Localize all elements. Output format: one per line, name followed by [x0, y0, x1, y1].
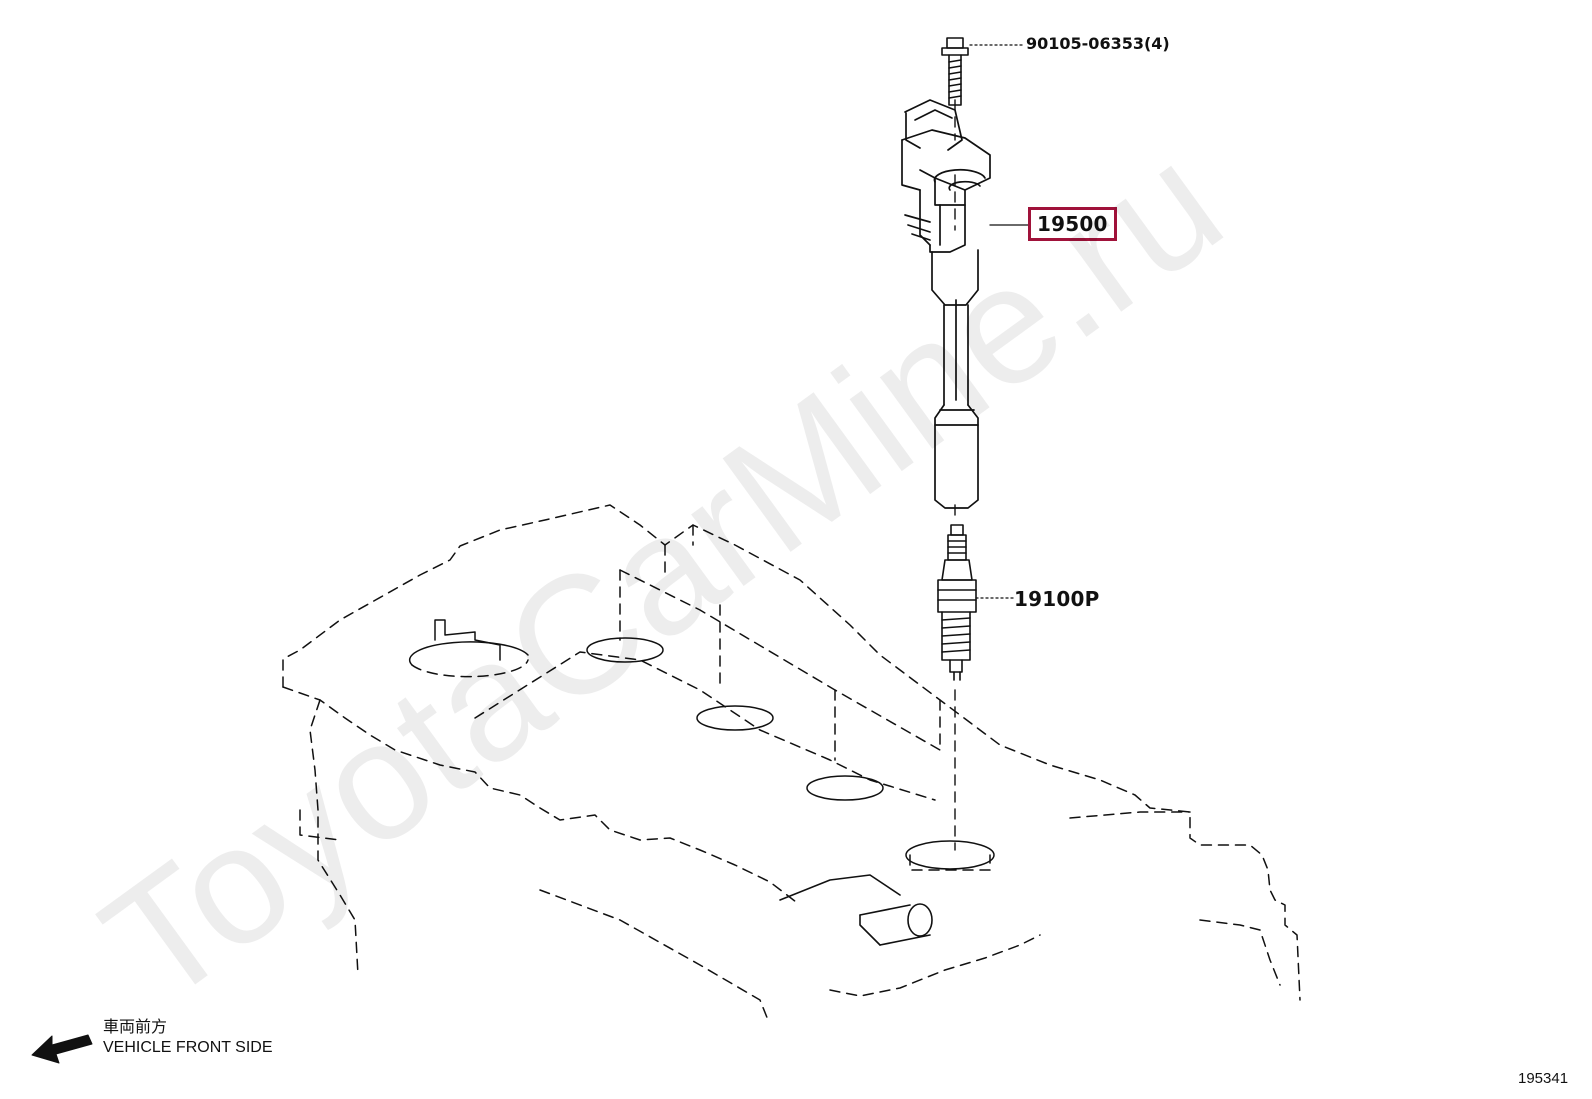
camshaft-end: [779, 874, 933, 946]
cylinder-head-outline: [282, 504, 1301, 1021]
bolt-drawing: [941, 37, 969, 106]
part-label-ignition-coil[interactable]: 19500: [1028, 207, 1117, 241]
plug-wells: [408, 619, 995, 871]
front-direction-arrow: [31, 1034, 93, 1064]
figure-number: 195341: [1518, 1070, 1569, 1087]
direction-label: 車両前方 VEHICLE FRONT SIDE: [103, 1018, 273, 1058]
direction-label-japanese: 車両前方: [103, 1019, 168, 1036]
part-label-spark-plug[interactable]: 19100P: [1014, 587, 1100, 611]
ignition-coil-drawing: [901, 99, 991, 509]
direction-label-english: VEHICLE FRONT SIDE: [103, 1039, 273, 1056]
part-label-bolt[interactable]: 90105-06353(4): [1026, 34, 1170, 53]
spark-plug-drawing: [937, 524, 977, 681]
